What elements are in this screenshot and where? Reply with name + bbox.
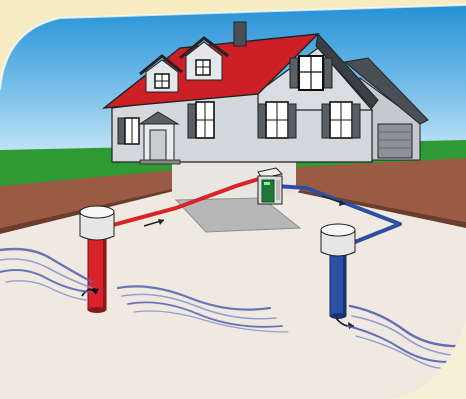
window-icon [290,56,332,90]
window-icon [258,102,296,138]
window-icon [118,118,139,144]
chimney-icon [234,22,246,46]
window-icon [322,102,360,138]
garage-door [378,124,412,158]
window-icon [188,102,214,138]
door-icon [150,130,166,160]
heat-pump-icon [258,168,282,204]
